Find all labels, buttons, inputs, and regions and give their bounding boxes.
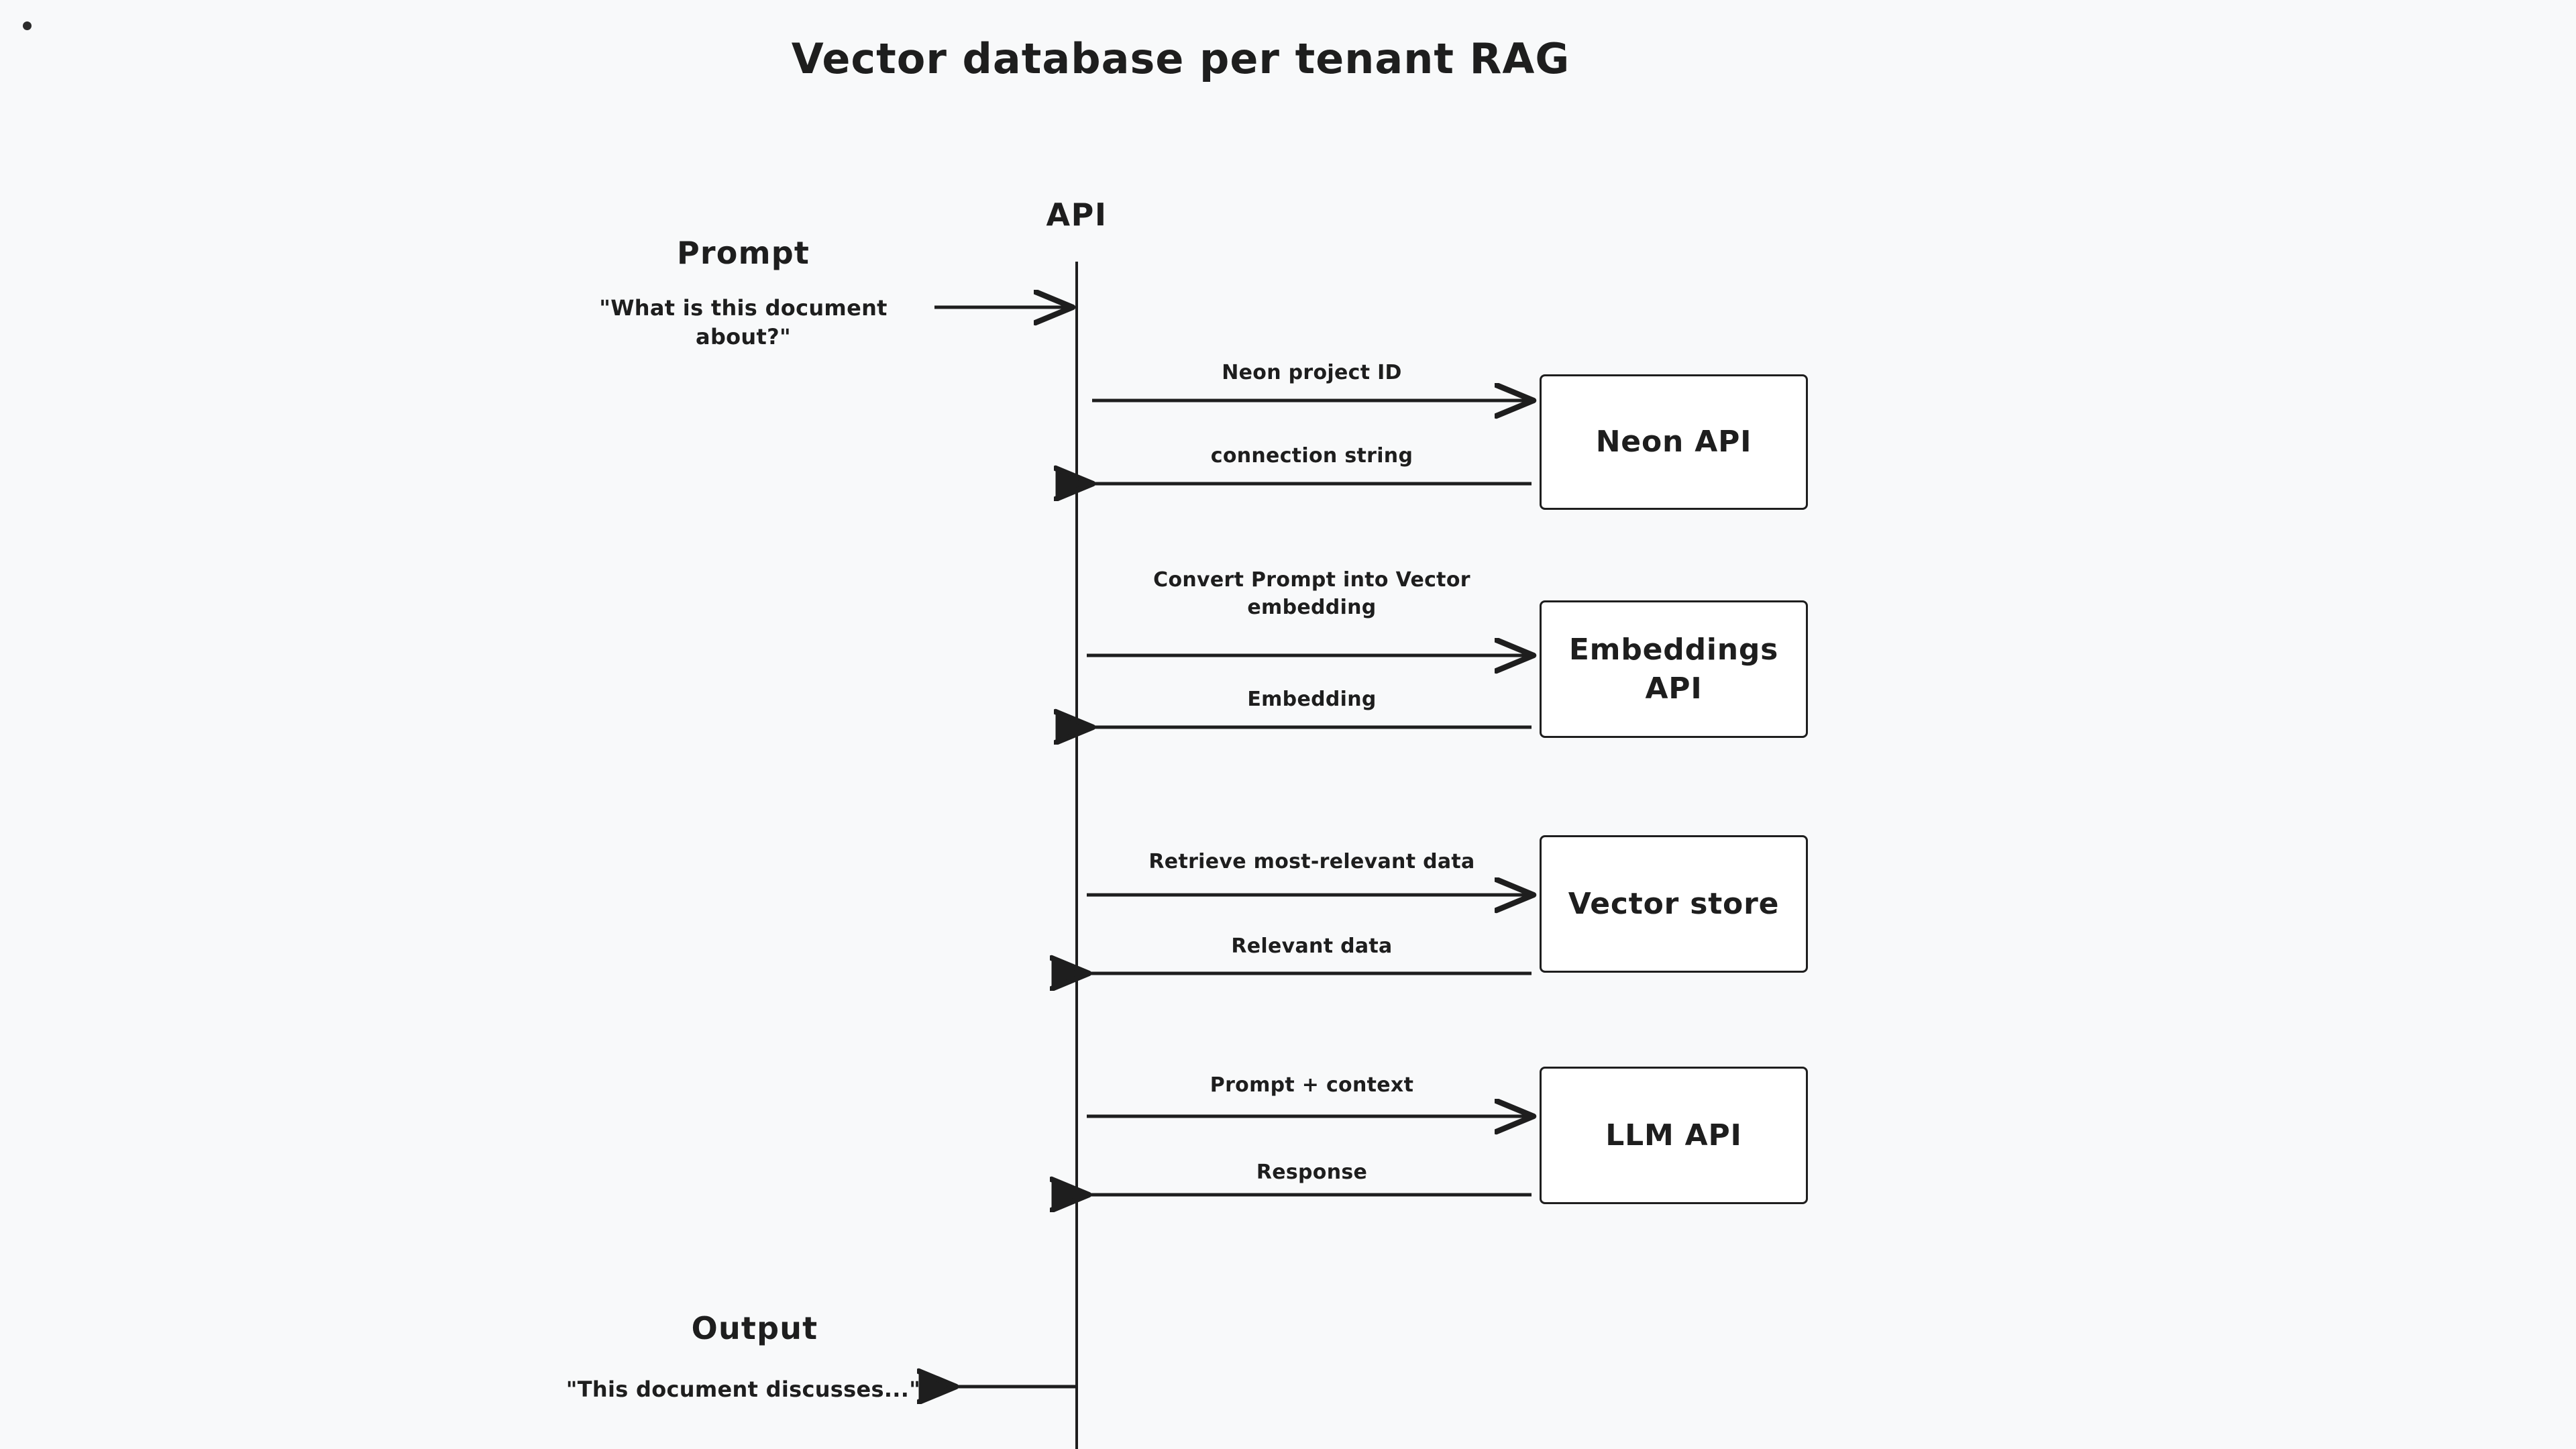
node-neon-api[interactable]: Neon API bbox=[1540, 374, 1808, 510]
message-label-convert-prompt: Convert Prompt into Vector embedding bbox=[1153, 568, 1470, 619]
page-title: Vector database per tenant RAG bbox=[791, 34, 1570, 83]
message-label-connection-string: connection string bbox=[1210, 444, 1413, 468]
node-embeddings-api[interactable]: Embeddings API bbox=[1540, 600, 1808, 738]
lifeline-label-api: API bbox=[1046, 197, 1108, 233]
message-label-prompt-context: Prompt + context bbox=[1210, 1073, 1414, 1097]
output-heading: Output bbox=[691, 1310, 818, 1346]
node-llm-api[interactable]: LLM API bbox=[1540, 1067, 1808, 1204]
output-text: "This document discusses..." bbox=[566, 1377, 921, 1402]
prompt-text: "What is this document about?" bbox=[599, 295, 888, 350]
node-vector-store[interactable]: Vector store bbox=[1540, 835, 1808, 973]
message-label-embedding: Embedding bbox=[1247, 688, 1377, 711]
prompt-heading: Prompt bbox=[676, 235, 810, 271]
message-label-relevant-data: Relevant data bbox=[1231, 934, 1393, 958]
corner-dot-artifact bbox=[23, 21, 32, 30]
message-label-neon-project-id: Neon project ID bbox=[1222, 361, 1402, 384]
message-label-retrieve-relevant: Retrieve most-relevant data bbox=[1148, 850, 1475, 873]
message-label-response: Response bbox=[1256, 1161, 1368, 1184]
lifeline-api bbox=[1075, 262, 1078, 1449]
